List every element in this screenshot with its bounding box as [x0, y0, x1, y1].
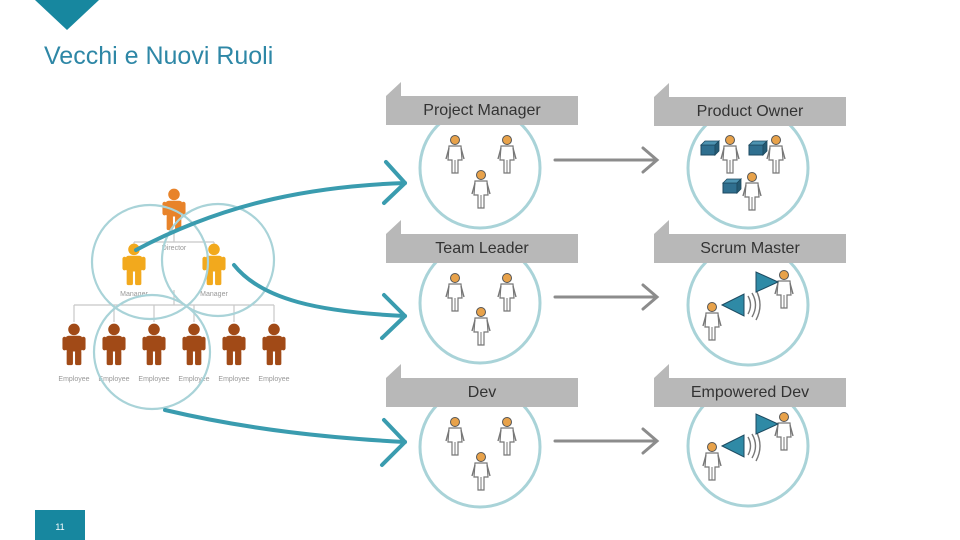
employee-icon: [262, 323, 286, 366]
employee-icon: [142, 323, 166, 366]
role-label-dev: Dev: [386, 378, 578, 407]
role-label-project-manager: Project Manager: [386, 96, 578, 125]
label-corner: [654, 220, 669, 234]
employee-icon: [222, 323, 246, 366]
org-label-employee: Employee: [98, 376, 129, 383]
label-corner: [654, 364, 669, 378]
org-label-employee: Employee: [58, 376, 89, 383]
label-corner: [654, 83, 669, 97]
employee-icon: [182, 323, 206, 366]
employee-icon: [102, 323, 126, 366]
label-corner: [386, 82, 401, 96]
role-label-team-leader: Team Leader: [386, 234, 578, 263]
scrum-master-megaphone-icon: [702, 269, 794, 341]
role-label-product-owner: Product Owner: [654, 97, 846, 126]
org-label-employee: Employee: [218, 376, 249, 383]
org-label-manager: Manager: [120, 291, 148, 298]
manager-icon: [122, 243, 146, 286]
people-group-icon: [445, 134, 517, 209]
label-corner: [386, 364, 401, 378]
label-corner: [386, 220, 401, 234]
transition-arrows: [553, 146, 660, 455]
org-to-role-arrows: [134, 160, 407, 467]
page-number-tab: [35, 510, 85, 540]
product-owner-people-icon: [700, 134, 786, 211]
org-label-employee: Employee: [138, 376, 169, 383]
org-selection-circles: [90, 202, 276, 411]
corner-marker: [35, 0, 99, 30]
page-number: 11: [55, 522, 65, 532]
employee-icon: [62, 323, 86, 366]
slide-title: Vecchi e Nuovi Ruoli: [44, 42, 274, 70]
org-label-manager: Manager: [200, 291, 228, 298]
org-label-employee: Employee: [258, 376, 289, 383]
org-label-director: Director: [162, 245, 187, 252]
people-group-icon: [445, 416, 517, 491]
org-label-employee: Employee: [178, 376, 209, 383]
role-label-scrum-master: Scrum Master: [654, 234, 846, 263]
empowered-dev-megaphone-icon: [702, 411, 794, 481]
role-label-empowered-dev: Empowered Dev: [654, 378, 846, 407]
people-group-icon: [445, 272, 517, 346]
